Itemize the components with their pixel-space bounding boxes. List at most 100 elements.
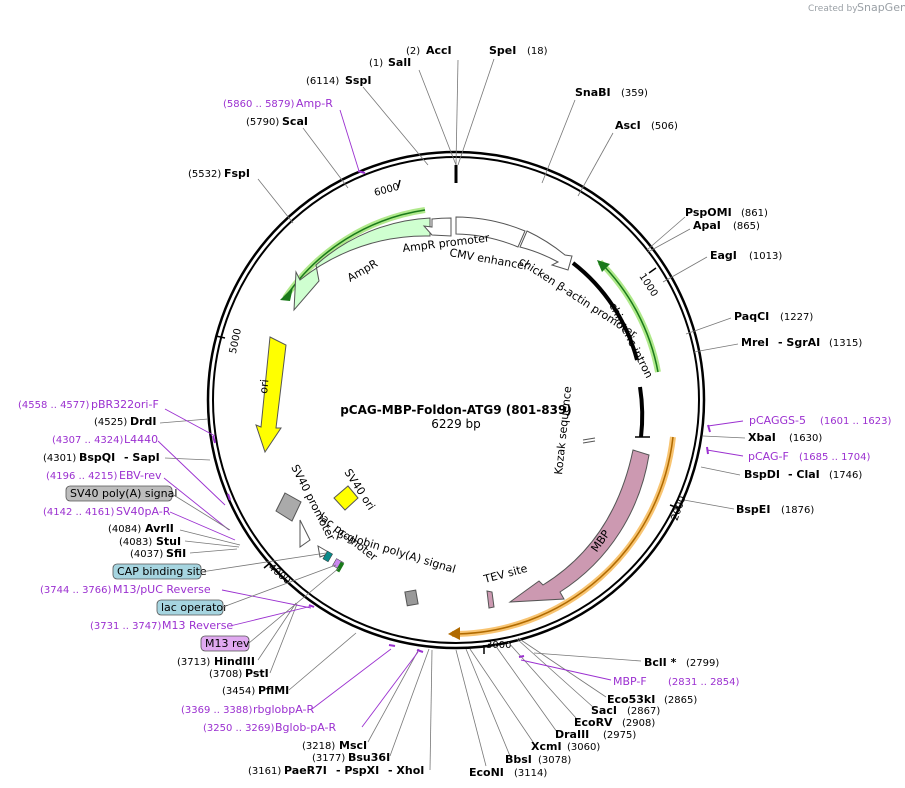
primer-mbpf-range: (2831 .. 2854) xyxy=(668,677,740,688)
enzyme-stui: StuI xyxy=(156,535,181,548)
enzyme-paer7i: PaeR7I xyxy=(284,764,327,777)
bglobin-feature xyxy=(404,589,419,607)
primer-line-ebv xyxy=(163,477,230,531)
leader-bspei xyxy=(683,499,735,510)
primer-bglob: Bglob-pA-R xyxy=(275,721,337,734)
enzyme-clai: - ClaI xyxy=(788,468,820,481)
leader-bbsi xyxy=(465,648,511,757)
primer-ebv: EBV-rev xyxy=(119,469,162,482)
label-kozak: Kozak sequence xyxy=(552,385,574,475)
primer-line-ampr xyxy=(339,109,360,172)
enzyme-sspi-pos: (6114) xyxy=(306,76,339,87)
enzyme-pflmi: PflMI xyxy=(258,684,289,697)
primer-mark-pcaggs5 xyxy=(707,424,711,433)
primer-mark-ampr xyxy=(357,170,366,174)
primer-pbr322-range: (4558 .. 4577) xyxy=(18,400,90,411)
primer-sv40pa-range: (4142 .. 4161) xyxy=(43,507,115,518)
chimeric-intron-feature xyxy=(571,261,639,361)
enzyme-apai: ApaI xyxy=(693,219,721,232)
intron-highlight-line xyxy=(599,261,659,373)
ori-feature xyxy=(255,336,287,454)
enzyme-ecorv-pos: (2908) xyxy=(622,718,655,729)
enzyme-xbai: XbaI xyxy=(748,431,776,444)
leader-sfii xyxy=(189,548,238,554)
leader-ecorv xyxy=(507,641,577,719)
mbp-highlight-line xyxy=(451,436,674,635)
leader-pspomi xyxy=(646,216,686,251)
highlights xyxy=(280,207,676,640)
primer-mark-l4440 xyxy=(227,493,231,501)
leader-eagi xyxy=(662,256,708,283)
leader-paqci xyxy=(685,317,732,335)
snapgene-brand: Created by SnapGene xyxy=(808,1,905,14)
enzyme-mrei-pos: (1315) xyxy=(829,338,862,349)
lac-operator-feature xyxy=(335,561,345,573)
enzyme-snabi: SnaBI xyxy=(575,86,611,99)
enzyme-paqci-pos: (1227) xyxy=(780,312,813,323)
leader-acci xyxy=(455,59,459,166)
enzyme-eco53ki-pos: (2865) xyxy=(664,695,697,706)
center-title: pCAG-MBP-Foldon-ATG9 (801-839) 6229 bp xyxy=(340,403,572,431)
badge-m13rev-leader xyxy=(248,567,340,644)
enzyme-msci: MscI xyxy=(339,739,367,752)
enzyme-bcli-pos: (2799) xyxy=(686,658,719,669)
primer-line-m13puc xyxy=(221,589,312,609)
tick-2000: 2000 xyxy=(670,495,689,523)
primer-line-m13rev xyxy=(229,605,313,627)
mbp-highlight-arrow xyxy=(448,627,460,640)
primer-ampr-range: (5860 .. 5879) xyxy=(223,99,295,110)
enzyme-bspei-pos: (1876) xyxy=(781,505,814,516)
cap-site-feature xyxy=(322,550,333,563)
leader-asci xyxy=(577,132,614,197)
leader-drdi xyxy=(159,418,209,424)
enzyme-bspqi: BspQI xyxy=(79,451,115,464)
primer-rbglob: rbglobpA-R xyxy=(253,703,314,716)
leader-draiii xyxy=(494,644,558,733)
badge-sv40pa-leader xyxy=(171,493,231,531)
leader-avrii xyxy=(179,529,241,546)
enzyme-acci: AccI xyxy=(426,44,452,57)
enzyme-pspxi: - PspXI xyxy=(336,764,379,777)
enzyme-asci: AscI xyxy=(615,119,641,132)
enzyme-bspqi-pos: (4301) xyxy=(43,453,76,464)
primer-pcagf: pCAG-F xyxy=(748,450,789,463)
ampr-promoter-feature xyxy=(422,217,452,237)
enzyme-avrii: AvrII xyxy=(145,522,174,535)
badge-lacop: lac operator xyxy=(161,601,228,614)
tick-6000: 6000 xyxy=(373,182,400,199)
enzyme-eco53ki: Eco53kI xyxy=(607,693,655,706)
label-ampr: AmpR xyxy=(345,257,380,285)
leader-sspi xyxy=(362,86,429,166)
leader-eco53ki xyxy=(517,637,607,698)
enzyme-sfii: SfiI xyxy=(166,547,186,560)
primer-lines xyxy=(157,109,744,728)
enzyme-bsu36i-pos: (3177) xyxy=(312,753,345,764)
primer-line-bglob xyxy=(361,651,419,728)
cmv-enhancer-feature xyxy=(455,216,526,248)
tick-3000: 3000 xyxy=(486,640,511,651)
enzyme-scai-pos: (5790) xyxy=(246,117,279,128)
tick-2000-mark xyxy=(669,504,679,509)
leader-bsu36i xyxy=(389,648,430,757)
label-bglobin: β-globin poly(A) signal xyxy=(335,527,457,576)
tev-feature xyxy=(486,590,495,609)
leader-sali xyxy=(418,69,457,166)
leader-econi xyxy=(455,649,487,767)
primer-mark-mbpf xyxy=(518,655,525,658)
leader-psti xyxy=(269,603,298,674)
label-ori: ori xyxy=(257,379,271,395)
sv40-promoter-arrow xyxy=(299,519,311,548)
leader-xbai xyxy=(702,435,746,439)
primer-line-rbglob xyxy=(311,648,392,710)
kozak-mark-2 xyxy=(582,440,596,444)
tick-1000-mark xyxy=(648,267,657,274)
primer-line-mbpf xyxy=(520,659,612,681)
leader-saci xyxy=(516,638,594,708)
enzyme-hindiii-pos: (3713) xyxy=(177,657,210,668)
badge-lacop-leader xyxy=(222,564,337,608)
primer-pbr322: pBR322ori-F xyxy=(91,398,159,411)
primer-bglob-range: (3250 .. 3269) xyxy=(203,723,275,734)
enzyme-sfii-pos: (4037) xyxy=(130,549,163,560)
leader-paer7i xyxy=(429,649,433,771)
primer-mark-pbr322 xyxy=(212,435,216,444)
